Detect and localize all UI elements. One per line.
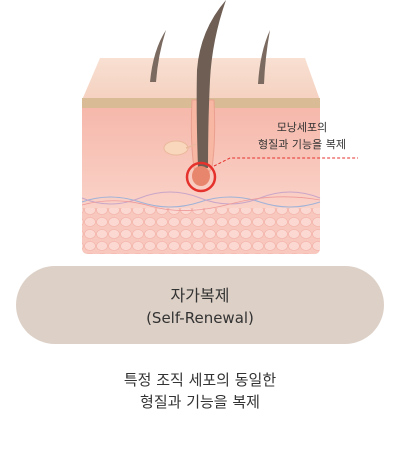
hair-strand bbox=[196, 0, 226, 168]
label-subtitle: (Self-Renewal) bbox=[146, 309, 254, 327]
self-renewal-label: 자가복제 (Self-Renewal) bbox=[16, 266, 384, 344]
caption: 특정 조직 세포의 동일한 형질과 기능을 복제 bbox=[0, 369, 400, 413]
vessel-wave bbox=[81, 196, 321, 208]
callout-line-2: 형질과 기능을 복제 bbox=[258, 138, 346, 151]
cell-layer bbox=[82, 208, 320, 254]
hair-strand bbox=[258, 30, 270, 84]
label-title: 자가복제 bbox=[170, 286, 230, 305]
skin-cross-section-illustration bbox=[81, 0, 358, 254]
vessel-wave bbox=[81, 196, 321, 211]
caption-line-1: 특정 조직 세포의 동일한 bbox=[123, 371, 277, 389]
vessel-wave bbox=[81, 191, 321, 205]
hair-strand bbox=[150, 30, 166, 82]
hair-bulb bbox=[192, 166, 210, 186]
caption-line-2: 형질과 기능을 복제 bbox=[140, 393, 260, 411]
sebaceous-gland bbox=[163, 140, 189, 156]
callout-leader bbox=[213, 157, 358, 167]
callout-label: 모낭세포의 형질과 기능을 복제 bbox=[232, 119, 372, 153]
callout-line-1: 모낭세포의 bbox=[276, 121, 328, 134]
follicle-cell-highlight bbox=[185, 161, 217, 193]
